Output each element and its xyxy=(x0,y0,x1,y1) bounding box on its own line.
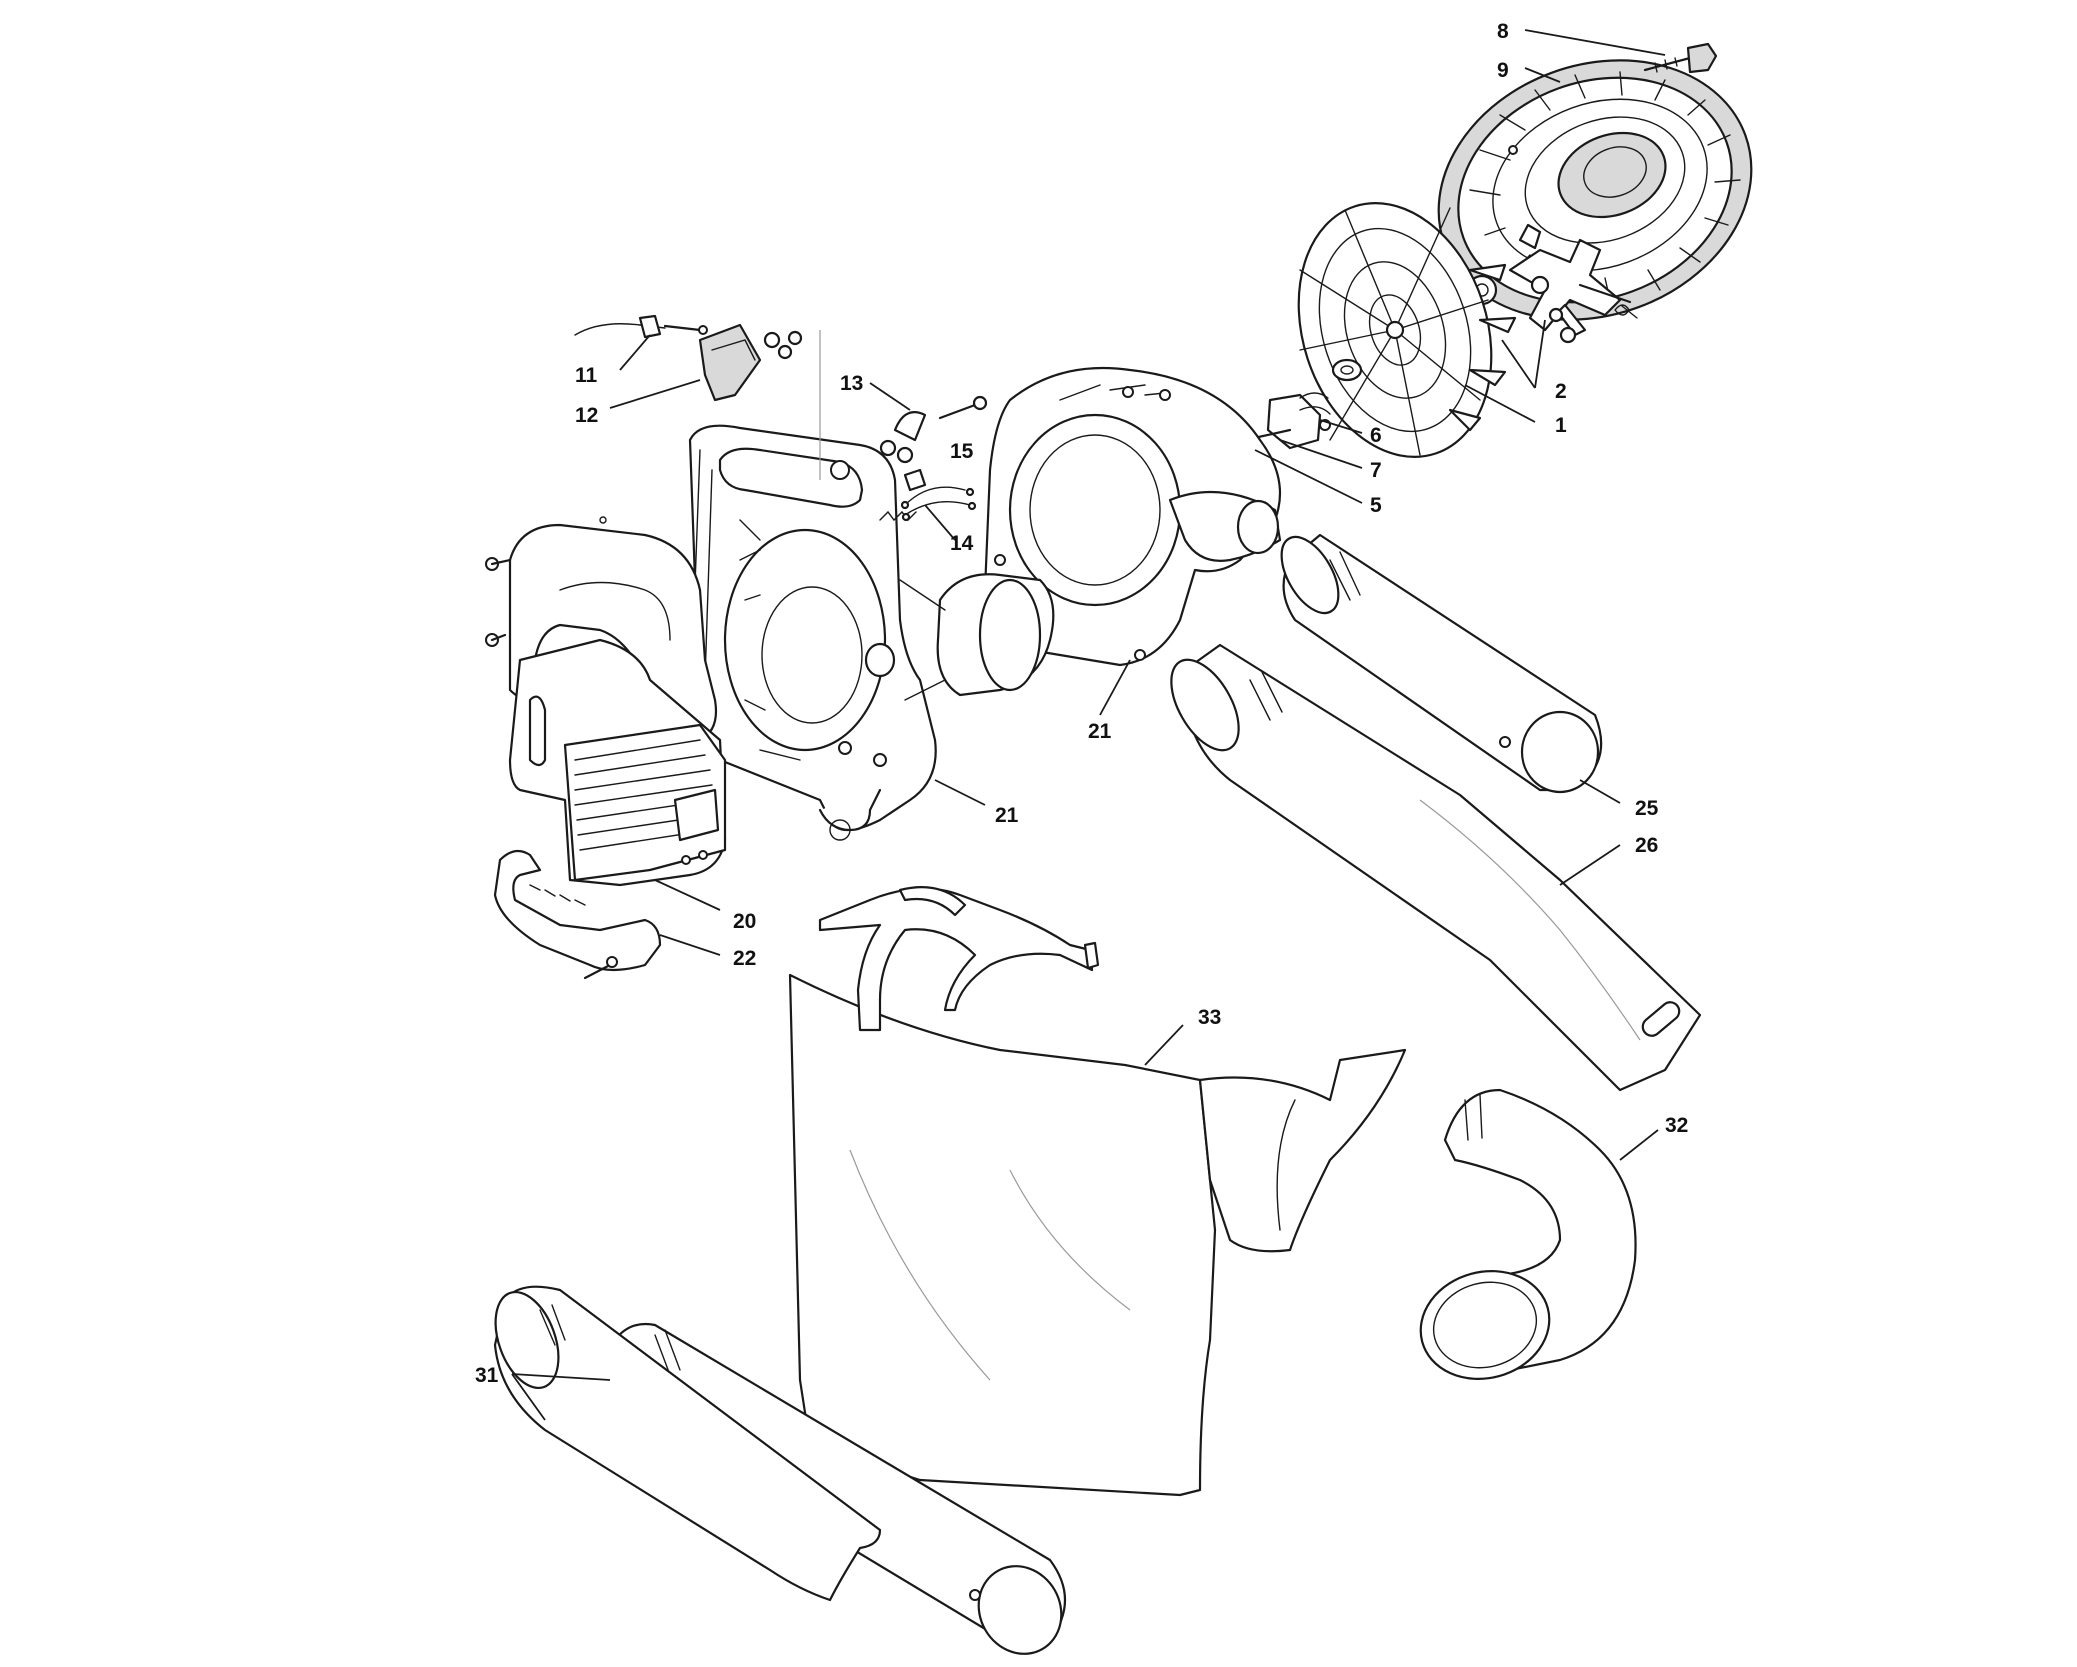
callout-9: 9 xyxy=(1497,59,1509,82)
callout-11: 11 xyxy=(575,364,598,387)
blower-tube-part[interactable] xyxy=(1270,528,1603,794)
throttle-cable-part[interactable] xyxy=(574,314,708,339)
callout-2: 2 xyxy=(1555,380,1567,403)
callout-32: 32 xyxy=(1665,1114,1688,1137)
engine-cover-part[interactable] xyxy=(485,516,727,887)
callout-21-frame: 21 xyxy=(995,804,1019,827)
callout-25: 25 xyxy=(1635,797,1659,820)
fan-housing-part[interactable] xyxy=(983,366,1282,667)
callout-26: 26 xyxy=(1635,834,1658,857)
main-frame-part[interactable] xyxy=(688,395,1055,841)
elbow-tube-part[interactable] xyxy=(1408,1088,1637,1393)
callout-31: 31 xyxy=(475,1364,499,1387)
collection-bag-part[interactable] xyxy=(788,886,1407,1497)
callout-22: 22 xyxy=(733,947,756,970)
callout-15: 15 xyxy=(950,440,974,463)
callout-labels: 8 9 2 1 6 7 5 11 12 13 15 14 21 21 25 26… xyxy=(475,20,1688,1387)
flat-nozzle-part[interactable] xyxy=(1157,643,1702,1092)
front-handle-part[interactable] xyxy=(493,849,662,980)
callout-12: 12 xyxy=(575,404,598,427)
callout-21-housing: 21 xyxy=(1088,720,1112,743)
callout-13: 13 xyxy=(840,372,863,395)
callout-7: 7 xyxy=(1370,459,1382,482)
cable-cover-part[interactable] xyxy=(698,323,821,480)
callout-20: 20 xyxy=(733,910,756,933)
intake-tubes-part[interactable] xyxy=(484,1283,1078,1667)
starter-cover-part[interactable] xyxy=(1402,18,1788,362)
starter-pawl-part[interactable] xyxy=(1466,223,1638,344)
leader-lines xyxy=(511,29,1666,1421)
callout-14: 14 xyxy=(950,532,974,555)
cover-screw-part[interactable] xyxy=(1643,42,1718,74)
callout-1: 1 xyxy=(1555,414,1567,437)
callout-5: 5 xyxy=(1370,494,1382,517)
fan-wheel-part[interactable] xyxy=(1267,178,1522,482)
callout-33: 33 xyxy=(1198,1006,1221,1029)
callout-6: 6 xyxy=(1370,424,1382,447)
callout-8: 8 xyxy=(1497,20,1509,43)
